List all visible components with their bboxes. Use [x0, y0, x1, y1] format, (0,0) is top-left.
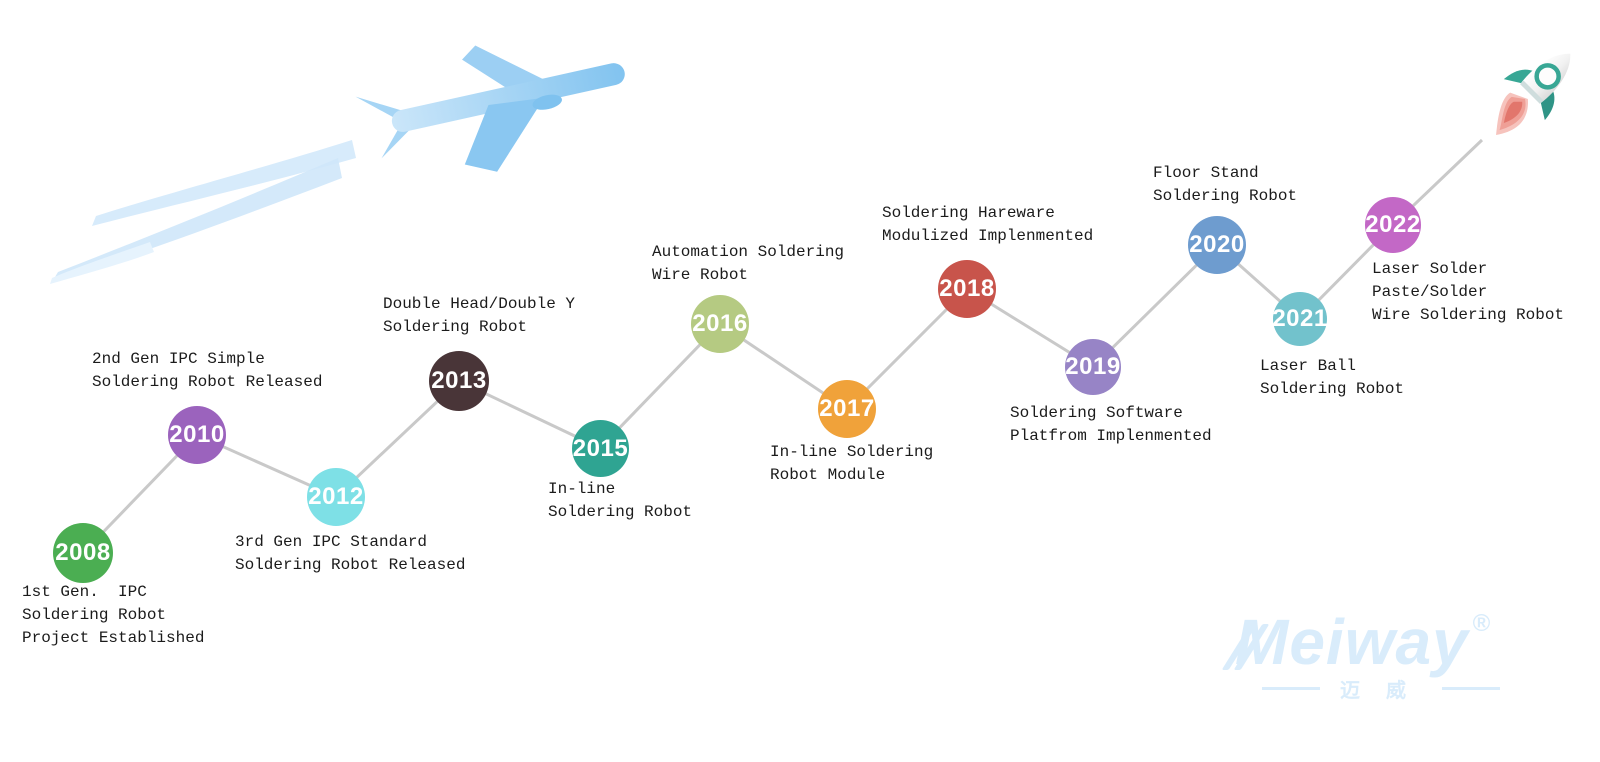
milestone-year: 2019 [1065, 353, 1121, 380]
milestone-year: 2015 [572, 434, 629, 462]
registered-mark: ® [1472, 610, 1491, 637]
milestone-node-2019: 2019 [1065, 339, 1121, 395]
milestone-label-2018: Soldering Hareware Modulized Implenmente… [882, 204, 1094, 245]
milestone-year: 2017 [819, 395, 875, 422]
milestone-node-2015: 2015 [572, 420, 629, 477]
milestone-year: 2010 [169, 421, 225, 448]
milestone-node-2012: 2012 [307, 468, 365, 526]
airplane-icon [355, 45, 625, 172]
milestone-node-2018: 2018 [938, 260, 996, 318]
milestone-year: 2018 [939, 275, 995, 302]
milestone-label-2013: Double Head/Double Y Soldering Robot [383, 295, 576, 336]
milestone-node-2013: 2013 [429, 351, 489, 411]
milestone-label-2020: Floor Stand Soldering Robot [1153, 164, 1298, 205]
milestone-label-2010: 2nd Gen IPC Simple Soldering Robot Relea… [92, 350, 323, 391]
milestone-label-2008: 1st Gen. IPC Soldering Robot Project Est… [22, 583, 205, 647]
milestone-label-2017: In-line Soldering Robot Module [770, 443, 934, 484]
milestone-year: 2008 [55, 539, 111, 566]
milestone-year: 2012 [308, 483, 364, 510]
milestone-node-2020: 2020 [1188, 216, 1246, 274]
brand-name-chinese: 迈威 [1340, 680, 1432, 702]
milestone-year: 2022 [1365, 211, 1421, 238]
milestone-label-2019: Soldering Software Platfrom Implenmented [1010, 404, 1212, 445]
brand-name: Meiway [1235, 606, 1469, 678]
milestone-label-2022: Laser Solder Paste/Solder Wire Soldering… [1372, 260, 1565, 324]
milestone-label-2016: Automation Soldering Wire Robot [652, 243, 845, 284]
milestone-node-2021: 2021 [1272, 292, 1328, 346]
milestone-node-2008: 2008 [53, 523, 113, 583]
company-logo: Meiway ® 迈威 [1221, 606, 1526, 703]
milestone-node-2010: 2010 [168, 406, 226, 464]
milestone-year: 2016 [692, 310, 748, 337]
milestone-node-2022: 2022 [1365, 197, 1421, 253]
contrail [50, 140, 356, 284]
milestone-year: 2020 [1189, 231, 1245, 258]
milestone-year: 2021 [1272, 305, 1328, 332]
milestone-node-2016: 2016 [691, 295, 749, 353]
milestone-year: 2013 [431, 367, 487, 394]
milestone-node-2017: 2017 [818, 380, 876, 438]
rocket-icon [1496, 53, 1571, 136]
milestone-label-2021: Laser Ball Soldering Robot [1260, 357, 1405, 398]
milestone-label-2012: 3rd Gen IPC Standard Soldering Robot Rel… [235, 533, 466, 574]
logo-dash-left [1262, 687, 1320, 690]
logo-dash-right [1442, 687, 1500, 690]
milestone-label-2015: In-line Soldering Robot [548, 480, 693, 521]
